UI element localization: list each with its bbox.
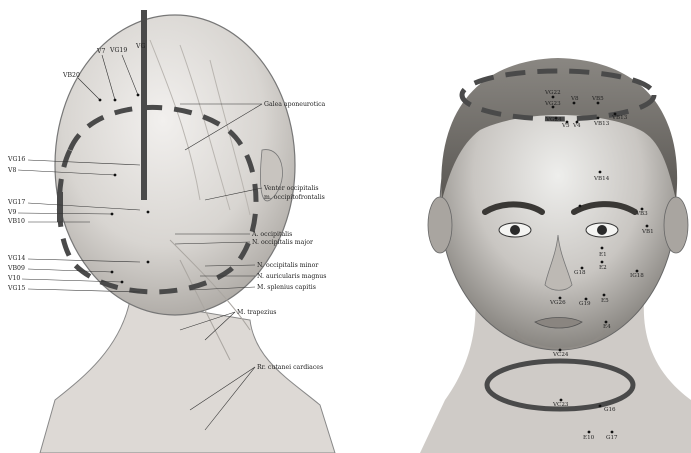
label-n-occ-minor: N. occipitalis minor [257,262,318,269]
label-v10: V10 [7,275,20,282]
label-vg17: VG17 [7,199,25,206]
label-vb3: VB3 [635,211,648,217]
label-vg23: VG23 [544,101,561,107]
label-a-occipitalis: A. occipitalis [251,231,292,238]
label-e1: E1 [599,252,607,258]
label-ig18: IG18 [630,273,644,279]
label-m-splenius: M. splenius capitis [257,284,316,291]
label-vb20: VB20 [62,72,80,79]
label-n-auricularis: N. auricularis magnus [257,273,326,280]
label-occipitofrontalis: m. occipitofrontalis [264,194,325,201]
label-vb09: VB09 [7,265,25,272]
label-g16: G16 [604,407,616,413]
label-vb14: VB14 [593,176,610,182]
label-v9: V9 [7,209,16,216]
label-v5: V5 [561,123,570,129]
label-galea: Galea aponeurotica [264,101,326,108]
label-vg24: VG24 [545,117,562,123]
label-vg19: VG19 [109,47,127,54]
label-g19: G19 [579,301,591,307]
label-venter: Venter occipitalis [263,185,319,192]
label-vg22: VG22 [544,90,561,96]
midline-bar [141,10,147,200]
label-v8: V8 [7,167,16,174]
label-e5: E5 [601,298,609,304]
label-vb13-b: VB13 [611,115,628,121]
label-vb1: VB1 [641,229,654,235]
label-m-trapezius: M. trapezius [237,309,276,316]
label-g18: G18 [574,270,586,276]
label-v4: V4 [572,123,581,129]
label-vb5: VB5 [591,96,604,102]
label-vc23: VC23 [552,402,569,408]
label-vg14: VG14 [7,255,25,262]
label-g17: G17 [606,435,618,441]
label-vb10: VB10 [7,218,25,225]
label-n-occ-major: N. occipitalis major [252,239,313,246]
label-vg16: VG16 [7,156,25,163]
label-v7: V7 [96,48,105,55]
label-v8: V8 [570,96,579,102]
label-vg26: VG26 [549,300,566,306]
label-vc24: VC24 [552,352,569,358]
label-e2: E2 [599,265,607,271]
label-vg: VG [135,43,145,50]
label-vg15: VG15 [7,285,25,292]
label-e10: E10 [583,435,595,441]
label-e4: E4 [603,324,611,330]
label-rr-cutanei: Rr. cutanei cardiaces [257,364,323,371]
label-vb13-a: VB13 [593,121,610,127]
